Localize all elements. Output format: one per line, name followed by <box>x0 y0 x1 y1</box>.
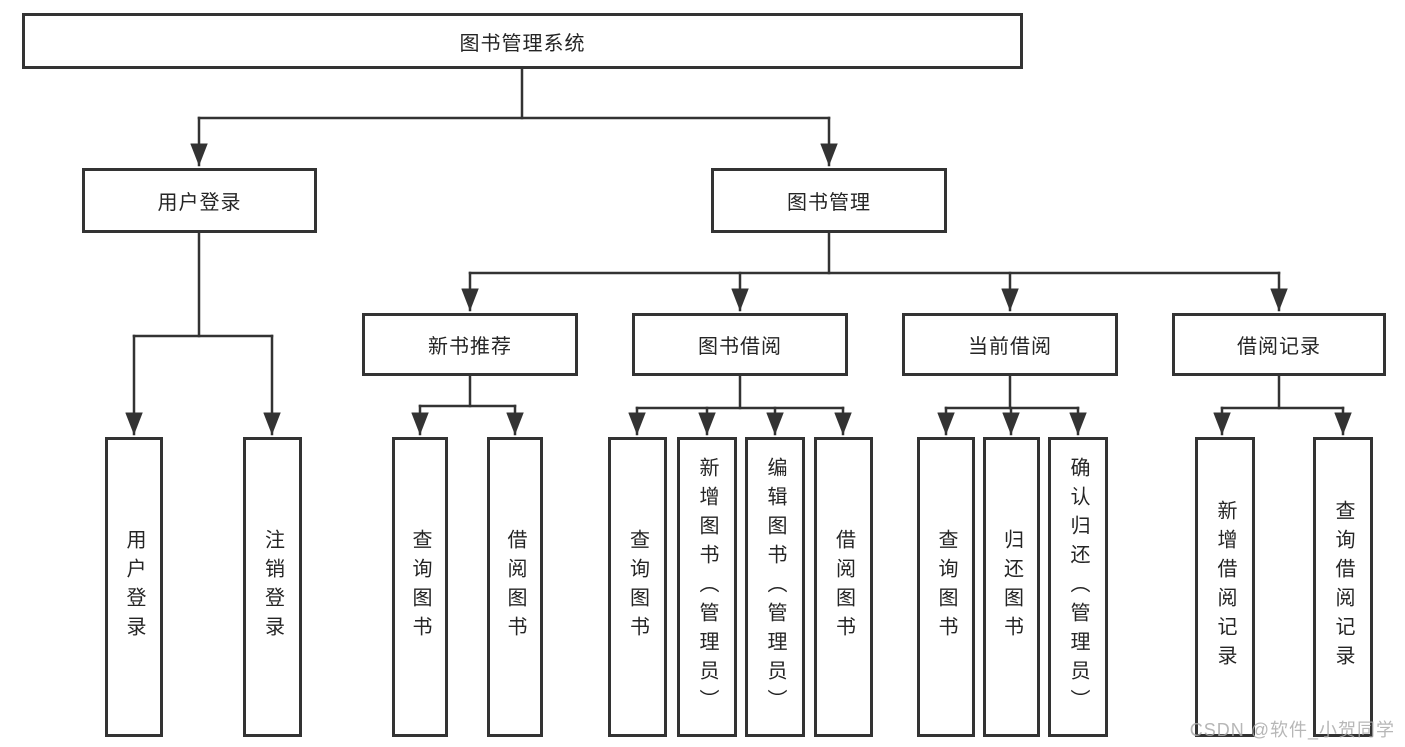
node-current-borrowing: 当前借阅 <box>902 313 1118 376</box>
node-book-borrowing-label: 图书借阅 <box>698 336 782 358</box>
csdn-watermark: CSDN @软件_小贺同学 <box>1189 720 1395 740</box>
node-leaf-add-books-admin: 新增图书（管理员） <box>677 437 737 737</box>
node-new-book-recommend-label: 新书推荐 <box>428 336 512 358</box>
node-leaf-confirm-return-admin: 确认归还（管理员） <box>1048 437 1108 737</box>
node-leaf-query-books-3: 查询图书 <box>917 437 975 737</box>
node-leaf-query-books-3-label: 查询图书 <box>935 529 957 645</box>
node-leaf-user-login-label: 用户登录 <box>123 529 145 645</box>
node-leaf-logout-label: 注销登录 <box>261 529 284 645</box>
node-current-borrowing-label: 当前借阅 <box>968 336 1052 358</box>
node-leaf-query-borrow-record: 查询借阅记录 <box>1313 437 1373 737</box>
node-new-book-recommend: 新书推荐 <box>362 313 578 376</box>
node-book-borrowing: 图书借阅 <box>632 313 848 376</box>
node-leaf-confirm-return-admin-label: 确认归还（管理员） <box>1067 456 1089 718</box>
node-leaf-edit-books-admin-label: 编辑图书（管理员） <box>764 456 786 718</box>
node-book-management: 图书管理 <box>711 168 947 233</box>
node-leaf-logout: 注销登录 <box>243 437 302 737</box>
node-leaf-borrow-books-2: 借阅图书 <box>814 437 873 737</box>
node-leaf-return-books-label: 归还图书 <box>1000 529 1023 645</box>
node-user-login-label: 用户登录 <box>157 192 242 214</box>
node-borrowing-records: 借阅记录 <box>1172 313 1386 376</box>
node-leaf-add-borrow-record-label: 新增借阅记录 <box>1214 500 1236 674</box>
node-leaf-return-books: 归还图书 <box>983 437 1040 737</box>
node-user-login: 用户登录 <box>82 168 317 233</box>
node-leaf-query-books-1-label: 查询图书 <box>409 529 431 645</box>
node-leaf-query-books-2: 查询图书 <box>608 437 667 737</box>
node-book-management-label: 图书管理 <box>787 192 871 214</box>
node-borrowing-records-label: 借阅记录 <box>1237 336 1321 358</box>
node-leaf-user-login: 用户登录 <box>105 437 163 737</box>
node-leaf-borrow-books-2-label: 借阅图书 <box>832 529 855 645</box>
node-leaf-query-books-2-label: 查询图书 <box>626 529 649 645</box>
node-root: 图书管理系统 <box>22 13 1023 69</box>
node-leaf-borrow-books-1: 借阅图书 <box>487 437 543 737</box>
node-leaf-query-books-1: 查询图书 <box>392 437 448 737</box>
node-root-label: 图书管理系统 <box>459 32 586 55</box>
node-leaf-add-books-admin-label: 新增图书（管理员） <box>696 456 718 718</box>
node-leaf-query-borrow-record-label: 查询借阅记录 <box>1332 500 1354 674</box>
node-leaf-borrow-books-1-label: 借阅图书 <box>504 529 526 645</box>
node-leaf-add-borrow-record: 新增借阅记录 <box>1195 437 1255 737</box>
node-leaf-edit-books-admin: 编辑图书（管理员） <box>745 437 805 737</box>
